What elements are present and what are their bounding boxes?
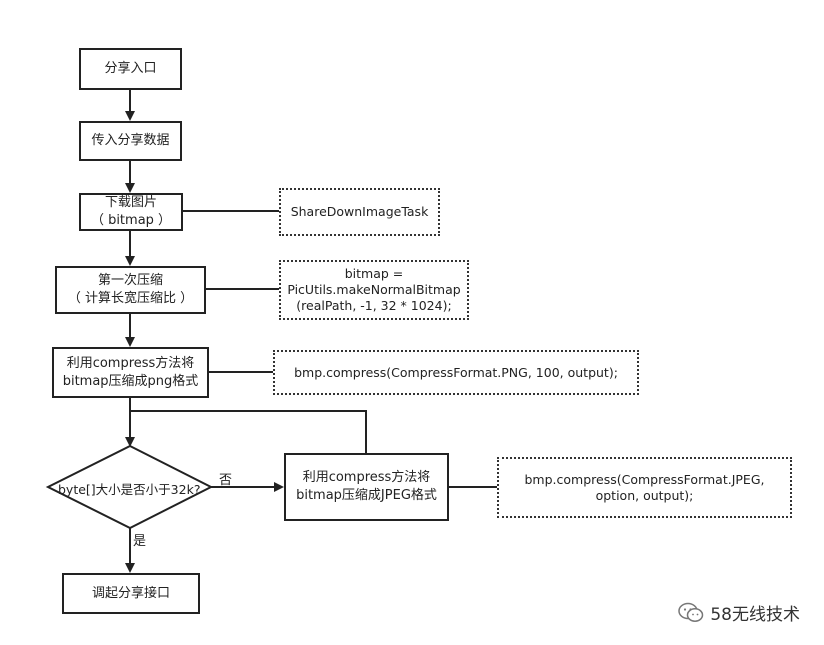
node-first-compress-line1: 第一次压缩: [97, 273, 163, 288]
note-make-bitmap-line1: bitmap =: [344, 266, 404, 281]
decision-diamond-shape: [45, 444, 214, 530]
edge-label-no: 否: [219, 473, 233, 488]
note-make-bitmap-line2: PicUtils.makeNormalBitmap: [287, 282, 461, 297]
decision-label: byte[]大小是否小于32k?: [58, 482, 201, 497]
node-download-line1: 下载图片: [104, 195, 157, 210]
node-share-entry-label: 分享入口: [104, 61, 157, 76]
note-download-task: ShareDownImageTask: [279, 188, 440, 236]
note-make-bitmap-line3: (realPath, -1, 32 * 1024);: [296, 298, 452, 313]
node-first-compress: 第一次压缩 （ 计算长宽压缩比 ）: [55, 266, 206, 314]
watermark: 58无线技术: [678, 600, 800, 625]
note-png-call-text: bmp.compress(CompressFormat.PNG, 100, ou…: [294, 364, 618, 380]
node-invoke-share: 调起分享接口: [62, 573, 200, 614]
node-download-line2: （ bitmap ）: [90, 213, 172, 228]
edge-label-yes: 是: [133, 534, 147, 549]
note-download-task-text: ShareDownImageTask: [290, 204, 429, 219]
watermark-text: 58无线技术: [710, 605, 800, 625]
note-jpeg-call: bmp.compress(CompressFormat.JPEG, option…: [497, 457, 792, 518]
node-jpeg-compress-line2: bitmap压缩成JPEG格式: [296, 488, 437, 503]
node-png-compress: 利用compress方法将 bitmap压缩成png格式: [52, 347, 209, 398]
node-pass-data-label: 传入分享数据: [91, 133, 170, 148]
node-download-image: 下载图片 （ bitmap ）: [79, 193, 183, 231]
node-jpeg-compress: 利用compress方法将 bitmap压缩成JPEG格式: [284, 453, 449, 521]
note-jpeg-call-line1: bmp.compress(CompressFormat.JPEG,: [524, 471, 765, 487]
wechat-icon: [678, 602, 704, 622]
note-png-call: bmp.compress(CompressFormat.PNG, 100, ou…: [273, 350, 639, 395]
note-jpeg-call-line2: option, output);: [595, 487, 694, 503]
node-png-compress-line2: bitmap压缩成png格式: [62, 373, 199, 389]
node-pass-data: 传入分享数据: [79, 121, 182, 161]
note-make-bitmap: bitmap = PicUtils.makeNormalBitmap (real…: [279, 260, 469, 320]
node-invoke-share-label: 调起分享接口: [91, 585, 170, 601]
node-png-compress-line1: 利用compress方法将: [66, 355, 195, 371]
node-first-compress-line2: （ 计算长宽压缩比 ）: [67, 291, 194, 306]
edge-jpeg-loop-back: [130, 410, 367, 453]
node-share-entry: 分享入口: [79, 48, 182, 90]
node-jpeg-compress-line1: 利用compress方法将: [302, 470, 431, 485]
